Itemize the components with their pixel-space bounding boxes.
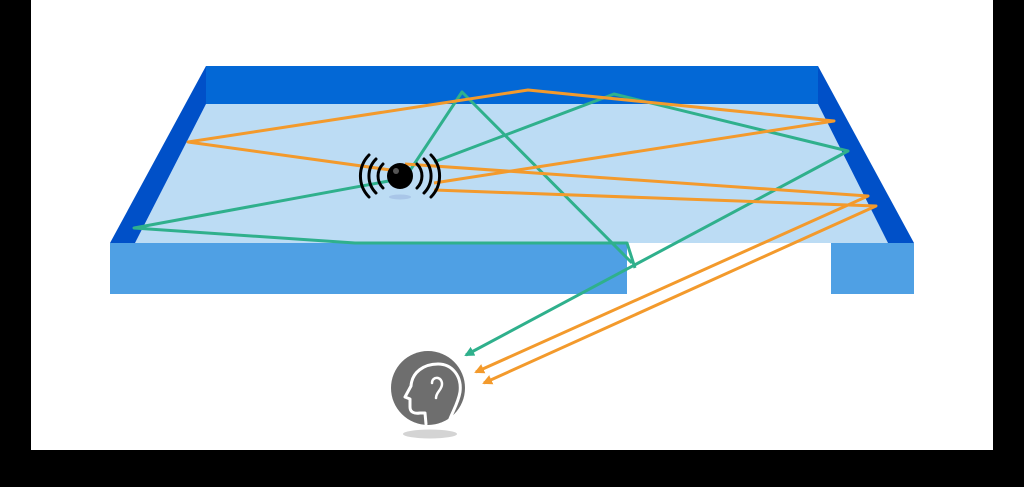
sound-wave-left-middle [367, 157, 378, 195]
listener-face-profile [403, 362, 440, 426]
room-front-wall-left [110, 243, 627, 294]
orange-ray-path-3 [433, 188, 878, 385]
room-front-wall-right [831, 243, 914, 294]
sound-source-icon [358, 153, 442, 200]
listener-ear [430, 376, 444, 400]
sound-wave-left-inner [376, 162, 385, 190]
room [110, 66, 914, 294]
sound-wave-right-inner [415, 162, 424, 190]
listener-circle [391, 351, 465, 425]
green-ray-path-3 [433, 92, 850, 357]
listener-head-back [436, 362, 462, 426]
room-right-wall [818, 66, 914, 243]
sound-source-highlight [393, 168, 399, 174]
listener-head-icon [391, 351, 465, 439]
sound-wave-right-outer [429, 153, 442, 199]
orange-reflection-paths [186, 88, 878, 385]
room-floor [135, 104, 888, 243]
orange-ray-path-1 [186, 88, 836, 185]
room-back-wall [206, 66, 818, 104]
green-ray-path-2 [403, 90, 634, 265]
sound-wave-left-outer [358, 153, 371, 199]
listener-shadow [403, 429, 457, 439]
room-left-wall [110, 66, 206, 243]
green-ray-path-1 [132, 176, 637, 269]
sound-source-ball [387, 163, 413, 189]
sound-wave-arcs [358, 153, 442, 199]
orange-ray-path-2 [404, 162, 870, 374]
sound-wave-right-middle [422, 157, 433, 195]
sound-source-shadow [389, 194, 411, 200]
green-reflection-paths [132, 90, 850, 357]
